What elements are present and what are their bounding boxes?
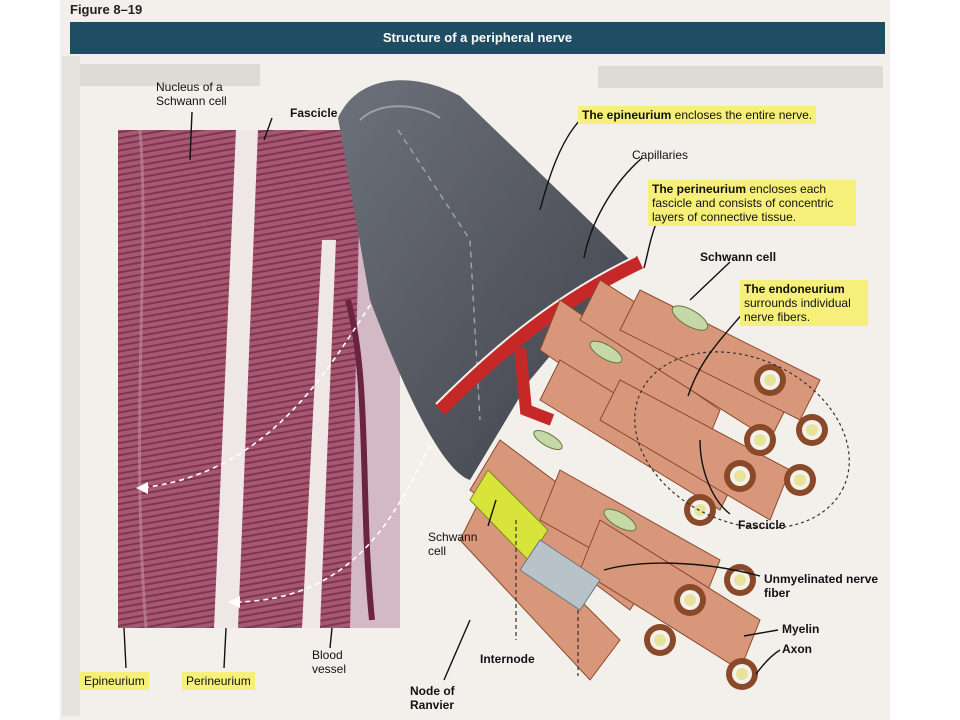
label-capillaries: Capillaries bbox=[632, 148, 689, 162]
label-epineurium-note: The epineurium encloses the entire nerve… bbox=[578, 106, 817, 124]
leader-lines bbox=[123, 111, 781, 681]
dashed-connector-arrows bbox=[139, 271, 441, 603]
label-node-of-ranvier: Node of Ranvier bbox=[410, 684, 455, 712]
label-schwann-cell-bottom: Schwann cell bbox=[428, 530, 478, 558]
label-myelin: Myelin bbox=[782, 622, 820, 636]
label-fascicle-bottom: Fascicle bbox=[738, 518, 786, 532]
fiber-ends bbox=[644, 364, 828, 690]
label-schwann-cell-top: Schwann cell bbox=[700, 250, 777, 264]
label-nucleus-of-schwann-cell: Nucleus of a Schwann cell bbox=[156, 80, 227, 108]
label-perineurium-note: The perineurium encloses each fascicle a… bbox=[648, 180, 856, 226]
figure-number: Figure 8–19 bbox=[70, 2, 143, 17]
faded-background-header bbox=[80, 64, 260, 86]
label-blood-vessel: Blood vessel bbox=[312, 648, 347, 676]
label-unmyelinated-nerve-fiber: Unmyelinated nerve fiber bbox=[764, 572, 879, 600]
label-perineurium: Perineurium bbox=[182, 672, 255, 690]
exposed-schwann-cell bbox=[469, 469, 601, 611]
figure-title-banner: Structure of a peripheral nerve bbox=[70, 22, 885, 54]
label-axon: Axon bbox=[782, 642, 812, 656]
epineurium-sheath bbox=[338, 80, 630, 480]
fascicle-outline bbox=[634, 351, 850, 529]
internode-bracket bbox=[515, 520, 579, 676]
schwann-cells bbox=[533, 305, 709, 532]
page-margin bbox=[62, 56, 80, 716]
label-epineurium: Epineurium bbox=[80, 672, 149, 690]
label-internode: Internode bbox=[480, 652, 535, 666]
label-fascicle-top: Fascicle bbox=[290, 106, 338, 120]
label-endoneurium-note: The endoneurium surrounds individual ner… bbox=[740, 280, 868, 326]
perineurium-band bbox=[435, 255, 644, 426]
faded-background-header bbox=[598, 66, 883, 88]
